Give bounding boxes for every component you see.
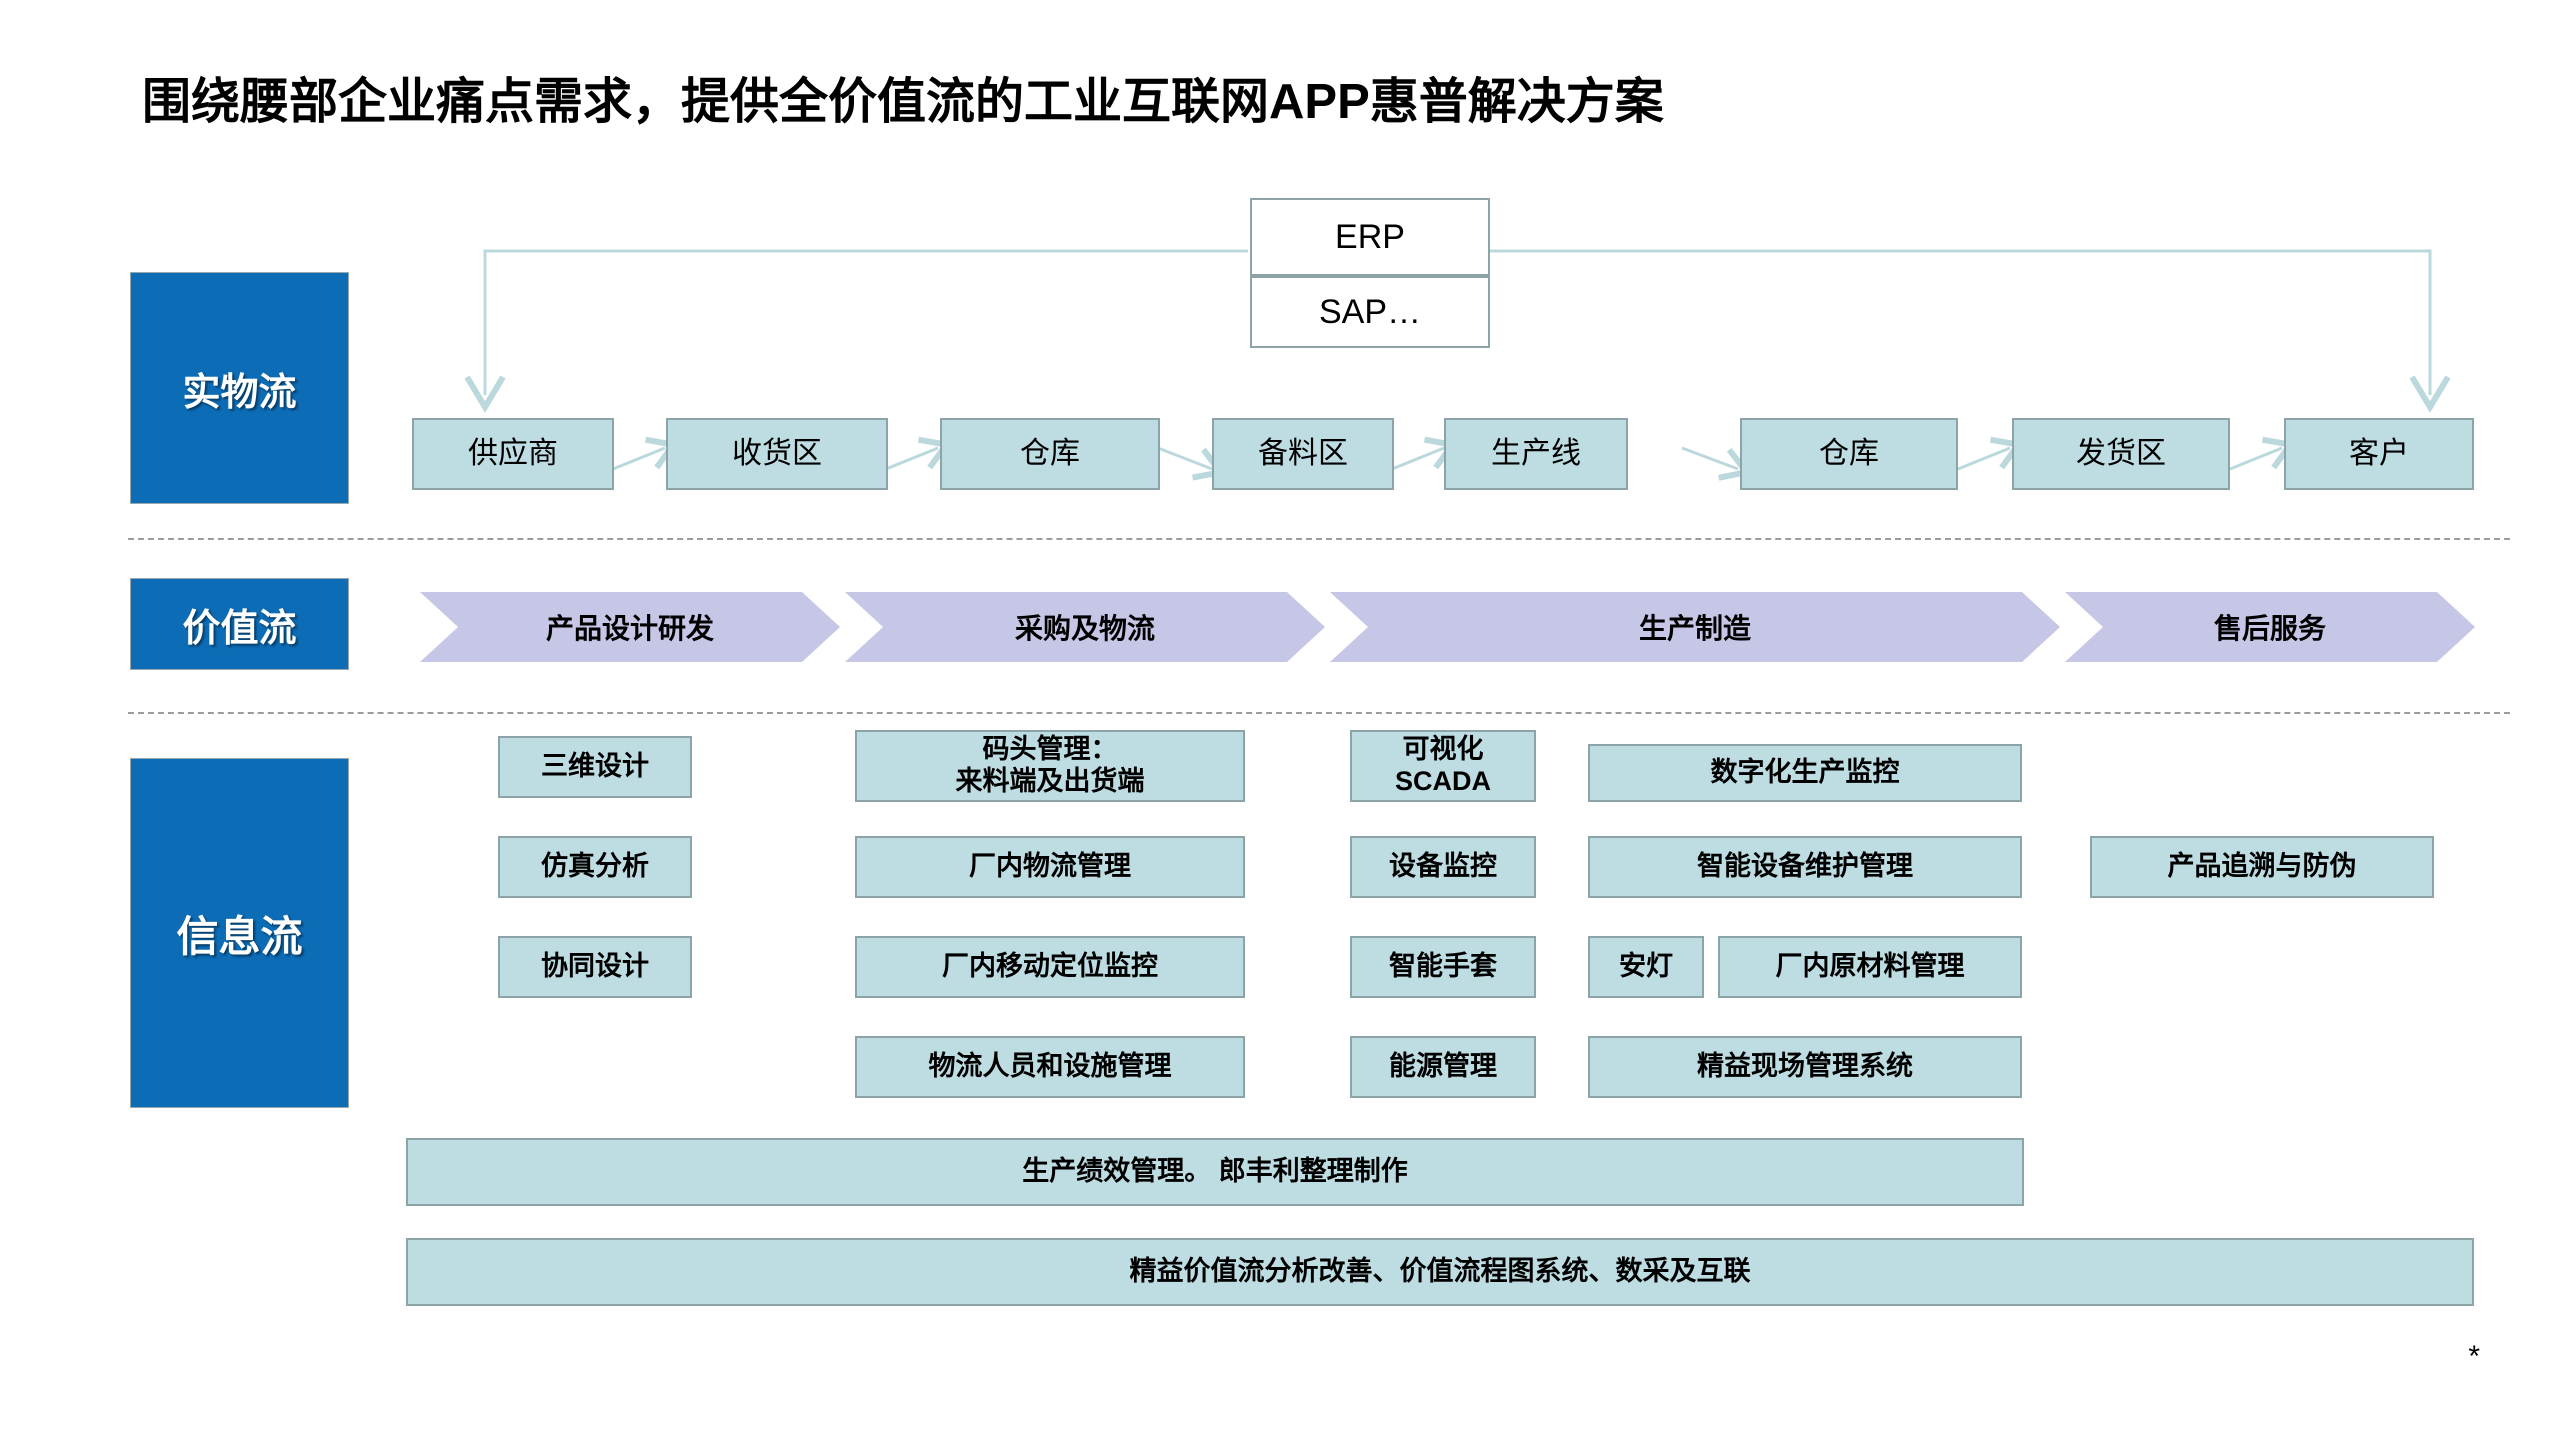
physical-node-production-line[interactable]: 生产线 — [1444, 418, 1628, 490]
system-box-erp[interactable]: ERP — [1250, 198, 1490, 276]
info-node-logistics-staff-facility[interactable]: 物流人员和设施管理 — [855, 1036, 1245, 1098]
divider-value-info — [128, 712, 2510, 714]
info-node-raw-material-management[interactable]: 厂内原材料管理 — [1718, 936, 2022, 998]
info-node-product-traceability[interactable]: 产品追溯与防伪 — [2090, 836, 2434, 898]
value-stage-after-sales[interactable]: 售后服务 — [2065, 592, 2475, 662]
info-bar-production-performance[interactable]: 生产绩效管理。 郎丰利整理制作 — [406, 1138, 2024, 1206]
physical-node-shipping-area[interactable]: 发货区 — [2012, 418, 2230, 490]
row-label-value-stream: 价值流 — [130, 578, 349, 670]
value-stage-product-design[interactable]: 产品设计研发 — [420, 592, 840, 662]
row-label-physical-flow: 实物流 — [130, 272, 349, 504]
info-node-simulation-analysis[interactable]: 仿真分析 — [498, 836, 692, 898]
value-stage-manufacturing[interactable]: 生产制造 — [1330, 592, 2060, 662]
info-node-lean-site-management[interactable]: 精益现场管理系统 — [1588, 1036, 2022, 1098]
physical-node-warehouse-out[interactable]: 仓库 — [1740, 418, 1958, 490]
physical-node-supplier[interactable]: 供应商 — [412, 418, 614, 490]
info-bar-lean-value-stream[interactable]: 精益价值流分析改善、价值流程图系统、数采及互联 — [406, 1238, 2474, 1306]
physical-node-warehouse-in[interactable]: 仓库 — [940, 418, 1160, 490]
info-node-equipment-monitoring[interactable]: 设备监控 — [1350, 836, 1536, 898]
info-node-dock-management[interactable]: 码头管理： 来料端及出货端 — [855, 730, 1245, 802]
info-node-smart-glove[interactable]: 智能手套 — [1350, 936, 1536, 998]
page-title: 围绕腰部企业痛点需求，提供全价值流的工业互联网APP惠普解决方案 — [142, 75, 1664, 129]
info-node-smart-equipment-maintenance[interactable]: 智能设备维护管理 — [1588, 836, 2022, 898]
footer-asterisk: * — [2468, 1340, 2480, 1373]
info-node-3d-design[interactable]: 三维设计 — [498, 736, 692, 798]
info-node-digital-production-monitoring[interactable]: 数字化生产监控 — [1588, 744, 2022, 802]
info-node-andon[interactable]: 安灯 — [1588, 936, 1704, 998]
info-node-in-plant-logistics[interactable]: 厂内物流管理 — [855, 836, 1245, 898]
info-node-visual-scada[interactable]: 可视化 SCADA — [1350, 730, 1536, 802]
divider-physical-value — [128, 538, 2510, 540]
physical-node-staging-area[interactable]: 备料区 — [1212, 418, 1394, 490]
system-box-sap[interactable]: SAP… — [1250, 276, 1490, 348]
info-node-energy-management[interactable]: 能源管理 — [1350, 1036, 1536, 1098]
value-stage-procurement-logistics[interactable]: 采购及物流 — [845, 592, 1325, 662]
row-label-info-flow: 信息流 — [130, 758, 349, 1108]
info-node-in-plant-positioning[interactable]: 厂内移动定位监控 — [855, 936, 1245, 998]
info-node-collaborative-design[interactable]: 协同设计 — [498, 936, 692, 998]
physical-node-customer[interactable]: 客户 — [2284, 418, 2474, 490]
physical-node-receiving-area[interactable]: 收货区 — [666, 418, 888, 490]
